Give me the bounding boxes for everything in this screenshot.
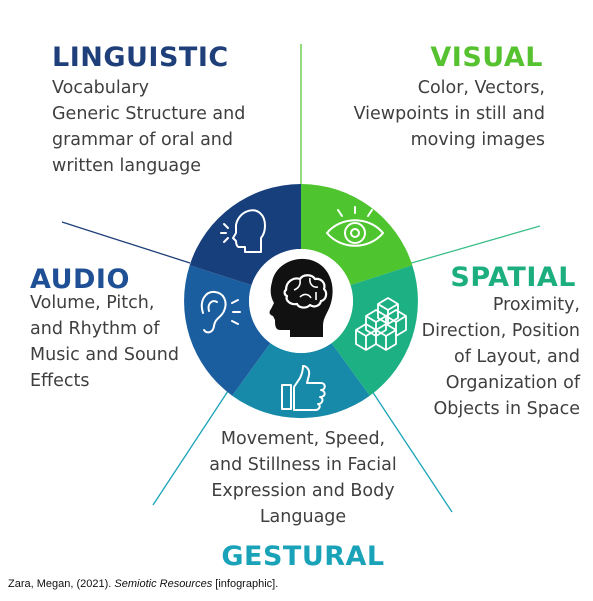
linguistic-line: grammar of oral and bbox=[52, 130, 234, 150]
audio-description: Volume, Pitch, and Rhythm of Music and S… bbox=[30, 290, 179, 394]
audio-line: Volume, Pitch, bbox=[30, 293, 155, 313]
gestural-line: Language bbox=[259, 507, 347, 527]
gestural-description: Movement, Speed, and Stillness in Facial… bbox=[196, 426, 410, 530]
divider-lines bbox=[61, 44, 541, 513]
citation-prefix: Zara, Megan, (2021). bbox=[8, 578, 115, 590]
citation: Zara, Megan, (2021). Semiotic Resources … bbox=[8, 578, 278, 590]
visual-description: Color, Vectors, Viewpoints in still and … bbox=[354, 75, 545, 153]
audio-line: Music and Sound bbox=[30, 345, 179, 365]
thumbs-up-icon bbox=[281, 365, 326, 411]
gestural-heading: GESTURAL bbox=[221, 541, 385, 572]
divider-line-bottom-left bbox=[152, 387, 231, 506]
spatial-line: Direction, Position bbox=[421, 321, 580, 341]
speaking-head-icon bbox=[220, 209, 266, 253]
segment-audio bbox=[184, 265, 271, 396]
spatial-heading: SPATIAL bbox=[450, 262, 576, 293]
linguistic-line: written language bbox=[52, 156, 201, 176]
eye-icon bbox=[325, 206, 385, 247]
linguistic-description: Vocabulary Generic Structure and grammar… bbox=[52, 75, 245, 179]
spatial-line: of Layout, and bbox=[454, 347, 580, 367]
spatial-line: Proximity, bbox=[492, 295, 580, 315]
citation-title: Semiotic Resources bbox=[114, 578, 213, 590]
head-brain-icon bbox=[269, 258, 333, 337]
linguistic-line: Vocabulary bbox=[52, 78, 150, 98]
divider-line-bottom-right bbox=[369, 387, 453, 513]
visual-line: Viewpoints in still and bbox=[353, 104, 545, 124]
divider-line-right bbox=[407, 225, 541, 265]
spatial-line: Objects in Space bbox=[433, 399, 580, 419]
spatial-line: Organization of bbox=[445, 373, 580, 393]
cubes-icon bbox=[355, 297, 407, 351]
segment-linguistic bbox=[189, 184, 301, 286]
segment-gestural bbox=[232, 343, 370, 419]
visual-heading: VISUAL bbox=[430, 42, 543, 73]
linguistic-line: Generic Structure and bbox=[52, 104, 246, 124]
audio-line: and Rhythm of bbox=[30, 319, 160, 339]
divider-line-left bbox=[61, 221, 191, 264]
linguistic-heading: LINGUISTIC bbox=[52, 42, 229, 73]
gestural-line: and Stillness in Facial bbox=[209, 455, 397, 475]
gestural-line: Expression and Body bbox=[211, 481, 395, 501]
segment-visual bbox=[301, 184, 413, 286]
audio-line: Effects bbox=[30, 371, 90, 391]
spatial-description: Proximity, Direction, Position of Layout… bbox=[422, 292, 580, 422]
visual-line: moving images bbox=[410, 130, 545, 150]
ear-icon bbox=[200, 290, 241, 334]
gestural-line: Movement, Speed, bbox=[220, 429, 386, 449]
visual-line: Color, Vectors, bbox=[417, 78, 545, 98]
citation-suffix: [infographic]. bbox=[212, 578, 279, 590]
audio-heading: AUDIO bbox=[30, 264, 130, 295]
